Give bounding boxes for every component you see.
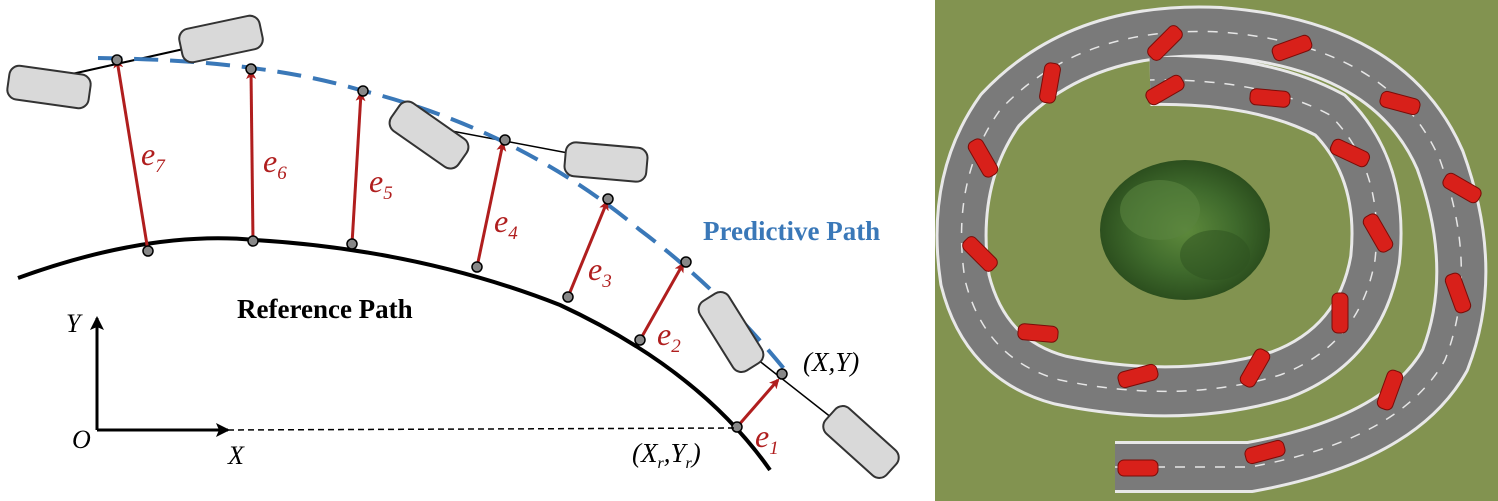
error-labels: e1 e2 e3 e4 e5 e6 e7 [141, 136, 779, 459]
reference-path-curve [17, 236, 772, 472]
point-xy-label: (X,Y) [803, 347, 859, 377]
origin-label: O [72, 425, 91, 454]
error-label-5: e5 [369, 163, 393, 204]
car [1117, 459, 1159, 477]
predictive-path-curve [97, 56, 787, 372]
error-arrow-2 [638, 262, 685, 341]
error-arrow-5 [350, 91, 366, 245]
car [1379, 90, 1421, 116]
error-label-7: e7 [141, 136, 166, 177]
car [1017, 323, 1059, 343]
car [1444, 272, 1472, 314]
car [1329, 138, 1371, 168]
error-arrow-3 [566, 200, 609, 298]
cars [962, 25, 1482, 477]
car [1376, 369, 1404, 411]
error-arrow-4 [475, 141, 507, 268]
vehicle-wheel-rear-1 [6, 64, 92, 110]
error-arrow-1 [735, 378, 780, 428]
axis-y-label: Y [66, 309, 83, 338]
error-label-1: e1 [755, 418, 779, 459]
predictive-path-label: Predictive Path [703, 216, 880, 246]
vehicle-wheel-rear-3 [697, 291, 765, 373]
car [1147, 25, 1183, 61]
error-label-4: e4 [494, 203, 518, 244]
car [1442, 172, 1482, 204]
car [1362, 213, 1394, 253]
vehicle-wheel-front-3 [822, 405, 900, 479]
car [1117, 363, 1159, 389]
car [1239, 348, 1271, 388]
left-diagram: Predictive Path Reference Path Y X O (X,… [6, 14, 900, 479]
error-arrow-7 [113, 58, 150, 252]
car [1244, 439, 1286, 465]
car [1145, 74, 1185, 106]
error-label-6: e6 [263, 143, 287, 184]
axis-x-label: X [227, 441, 245, 470]
vehicle-wheel-front-1 [178, 14, 264, 64]
error-arrows [113, 58, 780, 428]
car [1039, 62, 1061, 104]
car [1271, 34, 1313, 62]
vehicle-wheel-front-2 [563, 141, 649, 183]
road-center-dashes [960, 30, 1463, 468]
predictive-points [111, 54, 788, 380]
car [962, 236, 998, 272]
car [1249, 88, 1291, 108]
car [967, 138, 999, 178]
reference-points [142, 235, 743, 433]
vehicle-wheel-rear-2 [388, 100, 470, 170]
error-label-3: e3 [588, 251, 612, 292]
car [1331, 292, 1349, 334]
reference-path-label: Reference Path [237, 294, 413, 324]
error-label-2: e2 [657, 316, 681, 357]
dashed-x-projection [227, 427, 736, 431]
right-track-render [935, 0, 1498, 501]
error-arrow-6 [246, 69, 257, 242]
point-xr-yr-label: (Xr,Yr) [632, 438, 701, 472]
